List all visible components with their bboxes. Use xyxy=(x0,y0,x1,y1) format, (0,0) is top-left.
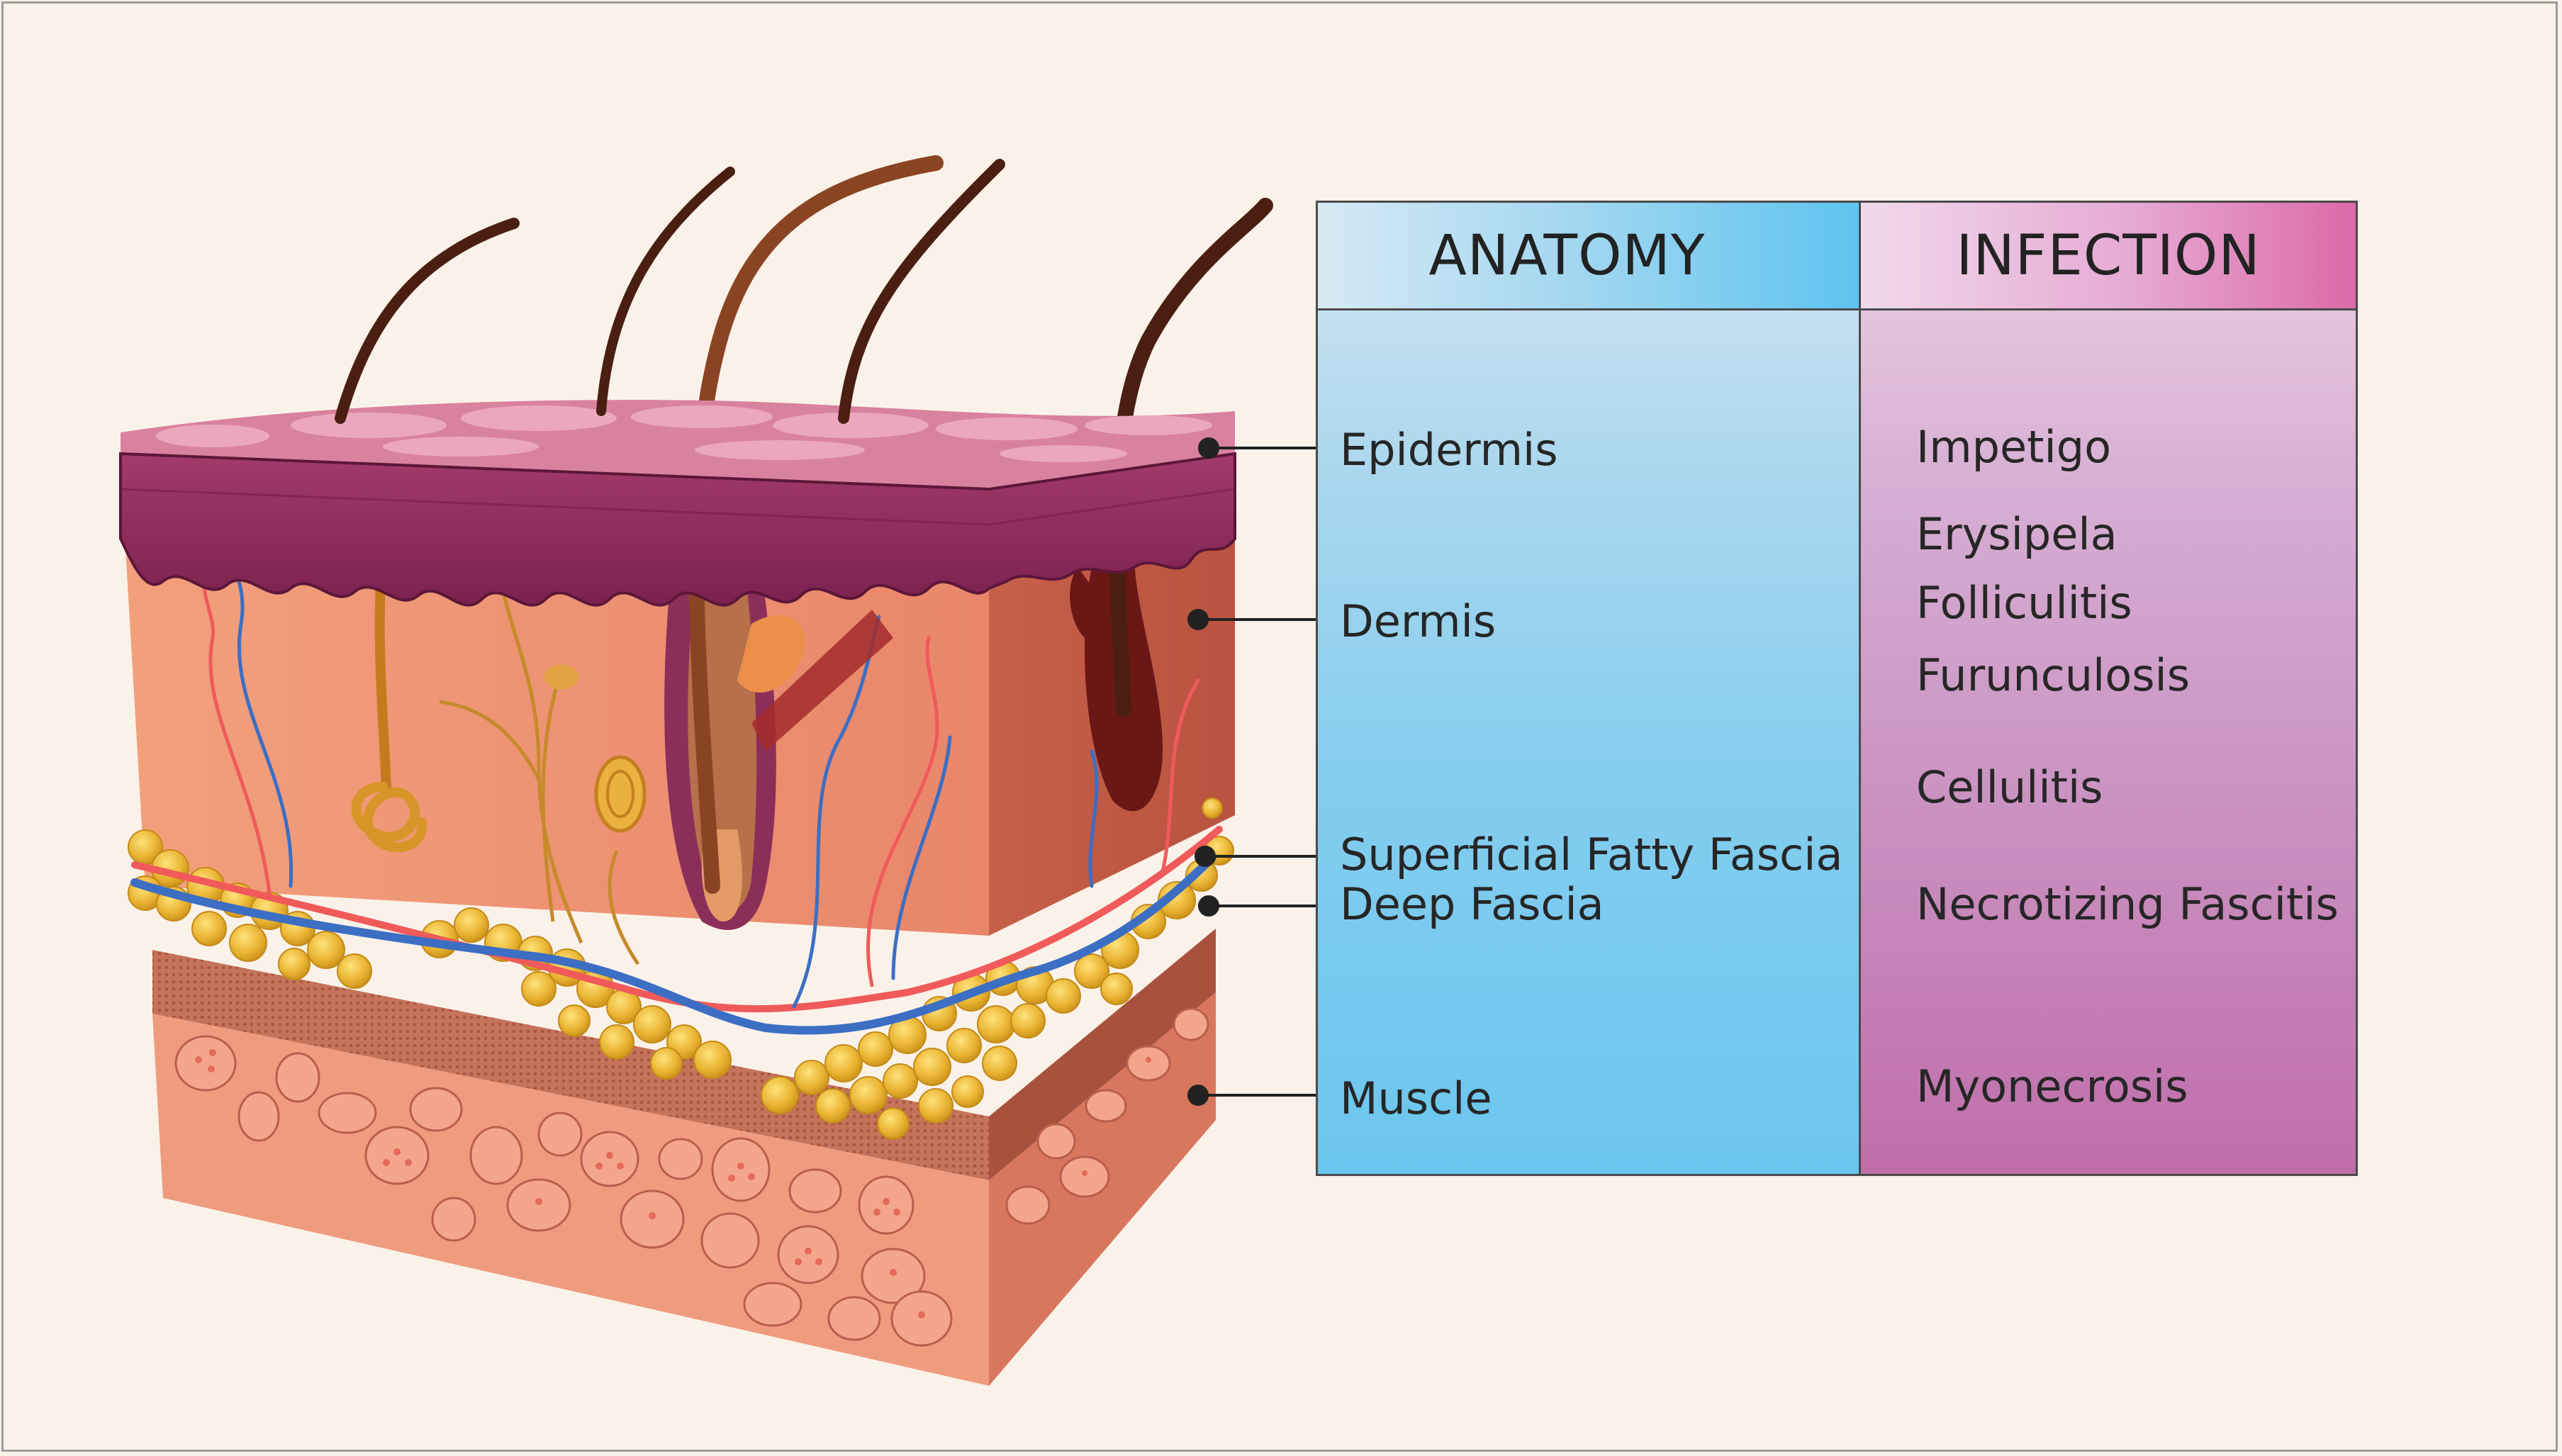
infection-column: INFECTION xyxy=(1859,201,2358,1176)
label-impetigo: Impetigo xyxy=(1916,421,2112,473)
label-folliculitis: Folliculitis xyxy=(1916,577,2132,629)
anatomy-infection-table: ANATOMY INFECTION xyxy=(1316,201,2358,1176)
anatomy-header: ANATOMY xyxy=(1318,203,1859,310)
hair-shaft xyxy=(688,155,944,894)
deep-fascia-side xyxy=(989,929,1216,1180)
deep-fascia-layer xyxy=(152,950,989,1180)
label-muscle: Muscle xyxy=(1340,1073,1492,1124)
leader-lines xyxy=(1187,437,1365,1106)
muscle-nuclei xyxy=(195,1049,1151,1318)
label-epidermis: Epidermis xyxy=(1340,424,1558,476)
label-necrotizing-fascitis: Necrotizing Fascitis xyxy=(1916,878,2339,930)
infection-header: INFECTION xyxy=(1861,203,2356,310)
surface-hairs xyxy=(335,159,1005,424)
label-furunculosis: Furunculosis xyxy=(1916,649,2191,701)
label-dermis: Dermis xyxy=(1340,595,1497,647)
epidermis-cells xyxy=(156,405,1212,462)
label-superficial-fatty-fascia: Superficial Fatty Fascia xyxy=(1340,829,1843,880)
label-erysipela: Erysipela xyxy=(1916,508,2118,560)
artery xyxy=(131,826,1223,1013)
epidermis-layer xyxy=(119,452,1236,607)
sebaceous-gland xyxy=(737,615,805,693)
right-hair-shaft xyxy=(1109,198,1273,717)
vein xyxy=(130,853,1216,1035)
label-myonecrosis: Myonecrosis xyxy=(1916,1060,2188,1112)
pacinian-corpuscle xyxy=(594,755,647,833)
nerve-endings xyxy=(439,559,640,965)
label-deep-fascia: Deep Fascia xyxy=(1340,878,1604,930)
nerve-ending-bulb-2 xyxy=(544,664,578,690)
anatomy-column: ANATOMY xyxy=(1316,201,1861,1176)
label-cellulitis: Cellulitis xyxy=(1916,761,2103,813)
arrector-pili-muscle xyxy=(751,610,893,751)
